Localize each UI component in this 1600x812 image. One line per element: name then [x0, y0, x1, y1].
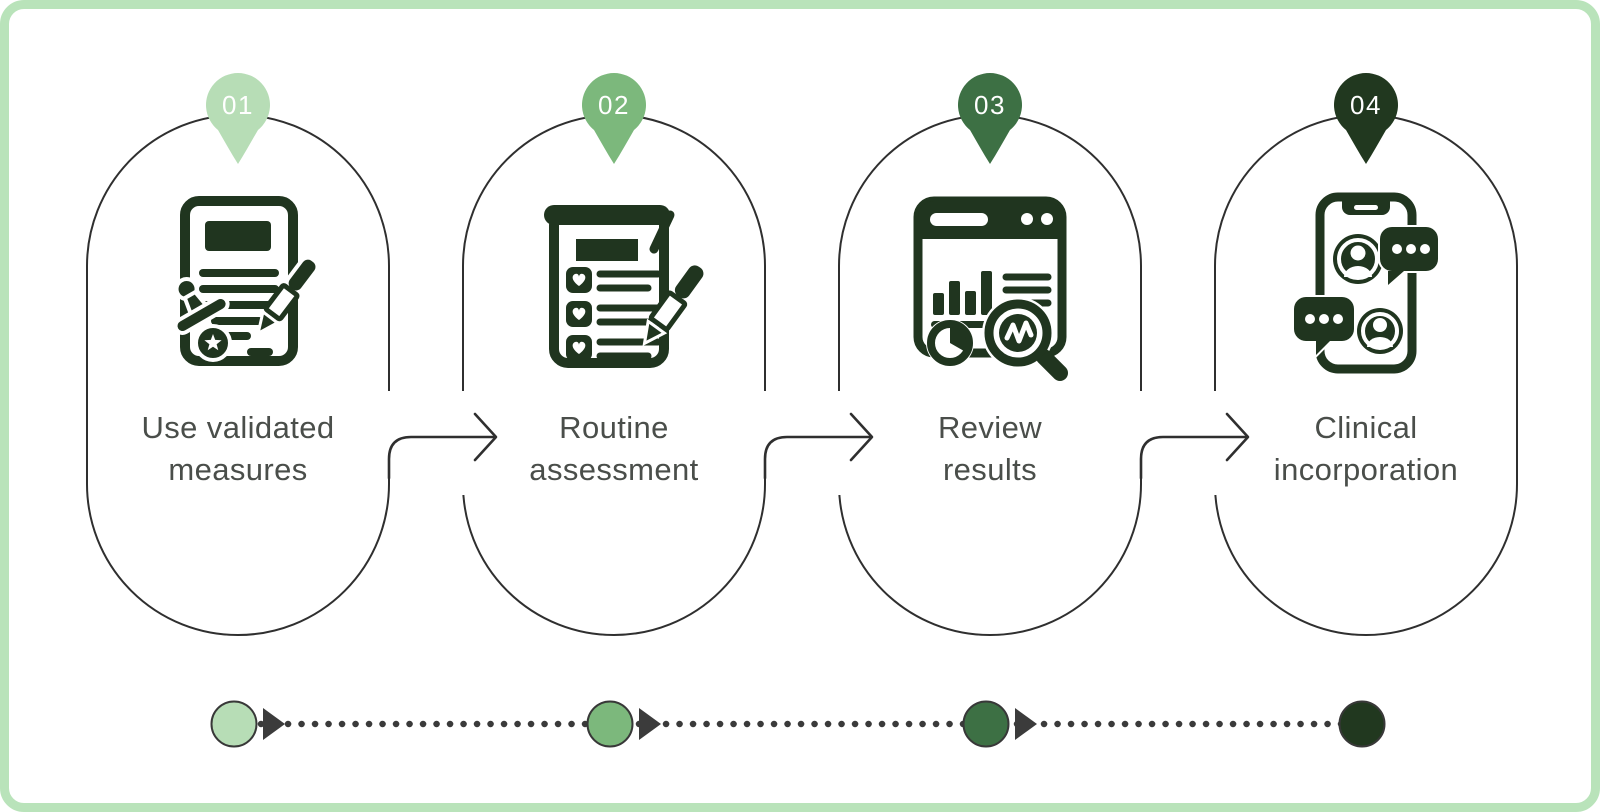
step-pill — [86, 114, 390, 636]
step-label: Review results — [937, 410, 1043, 487]
timeline-node — [962, 700, 1010, 748]
browser-top-bar — [918, 201, 1062, 239]
step-number: 03 — [974, 90, 1006, 120]
step-number: 01 — [222, 90, 254, 120]
pie-chart-icon — [926, 319, 974, 367]
avatar-icon — [1355, 306, 1405, 356]
badge-pin-icon — [1334, 73, 1399, 164]
chat-bubble-icon — [1378, 225, 1440, 290]
checkbox-row — [566, 301, 662, 327]
timeline-node — [586, 700, 634, 748]
timeline-arrow-icon — [263, 708, 285, 740]
timeline-node — [1338, 700, 1386, 748]
timeline-node — [210, 700, 258, 748]
timeline — [210, 700, 1386, 748]
pill-border-gaps — [385, 391, 1219, 495]
flow-arrow — [763, 412, 874, 480]
timeline-arrow-icon — [1015, 708, 1037, 740]
step-number-badges: 01 02 03 04 — [206, 73, 1399, 164]
step-label: Clinical incorporation — [1273, 410, 1459, 487]
step-number: 04 — [1350, 90, 1382, 120]
flow-arrow — [387, 412, 498, 480]
pen-icon — [255, 255, 320, 337]
magnifier-icon — [982, 297, 1068, 381]
step-label: Routine assessment — [529, 410, 699, 487]
badge-pin-icon — [958, 73, 1023, 164]
pen-icon — [642, 261, 708, 347]
step-pills — [86, 114, 1518, 636]
stamp-icon — [173, 277, 230, 335]
certificate-stamp-pen-icon — [173, 196, 320, 366]
flow-arrow — [1139, 412, 1250, 480]
step-pill — [838, 114, 1142, 636]
step-number: 02 — [598, 90, 630, 120]
badge-pin-icon — [582, 73, 647, 164]
checkbox-row — [566, 267, 662, 293]
avatar-icon — [1333, 234, 1383, 284]
analytics-magnifier-icon — [913, 196, 1068, 381]
checkbox-row — [566, 335, 662, 361]
checklist-pen-icon — [544, 205, 708, 368]
step-pill — [462, 114, 766, 636]
step-label: Use validated measures — [141, 410, 335, 487]
badge-pin-icon — [206, 73, 270, 164]
phone-chat-icon — [1292, 192, 1440, 374]
timeline-arrow-icon — [639, 708, 661, 740]
chat-bubble-icon — [1292, 295, 1356, 360]
